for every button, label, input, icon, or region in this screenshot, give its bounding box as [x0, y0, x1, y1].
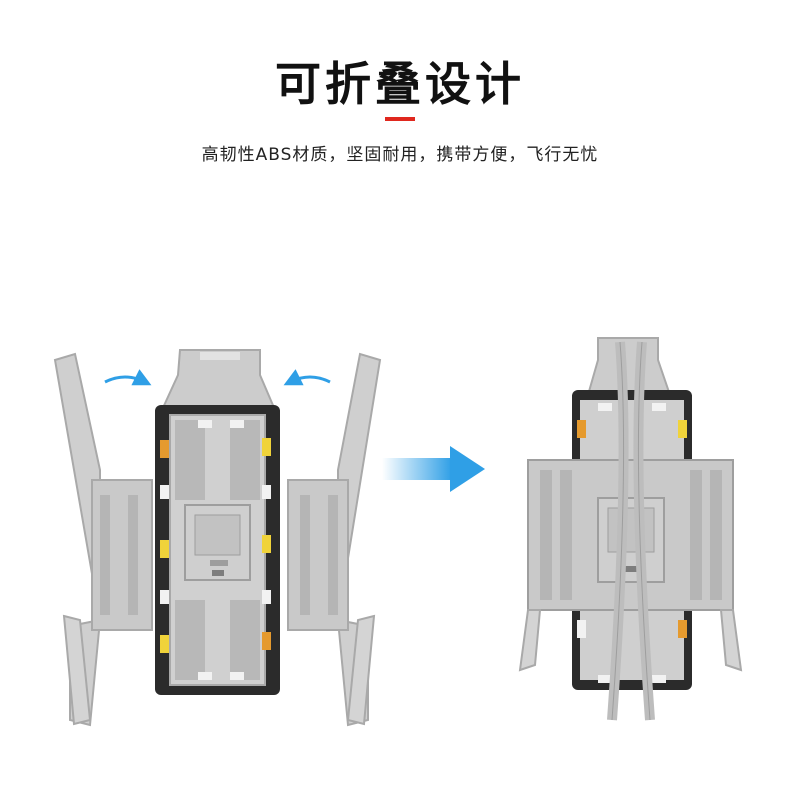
led [262, 535, 271, 553]
page-title: 可折叠设计 [275, 57, 525, 111]
led [262, 485, 271, 499]
page-subtitle: 高韧性ABS材质，坚固耐用，携带方便，飞行无忧 [201, 145, 599, 165]
led [678, 420, 687, 438]
led [160, 590, 169, 604]
led [198, 420, 212, 428]
led [678, 620, 687, 638]
led [598, 403, 612, 411]
led [262, 438, 271, 456]
right-leg [287, 352, 382, 727]
led [262, 590, 271, 604]
landing-gear-unfolded [53, 349, 382, 727]
led [230, 420, 244, 428]
led [577, 420, 586, 438]
product-illustration [0, 320, 800, 740]
led [160, 485, 169, 499]
fold-arrow-left-icon [104, 369, 152, 386]
led [160, 540, 169, 558]
led [160, 440, 169, 458]
led [652, 675, 666, 683]
led [652, 403, 666, 411]
led [262, 632, 271, 650]
title-accent-bar [385, 117, 415, 121]
led [160, 635, 169, 653]
led [230, 672, 244, 680]
transition-arrow-icon [382, 446, 485, 492]
left-leg [53, 352, 153, 727]
led [198, 672, 212, 680]
led [577, 620, 586, 638]
battery-clip [184, 504, 251, 581]
led [598, 675, 612, 683]
fold-arrow-right-icon [283, 369, 331, 386]
landing-gear-folded [518, 337, 743, 721]
top-mount [160, 349, 277, 411]
